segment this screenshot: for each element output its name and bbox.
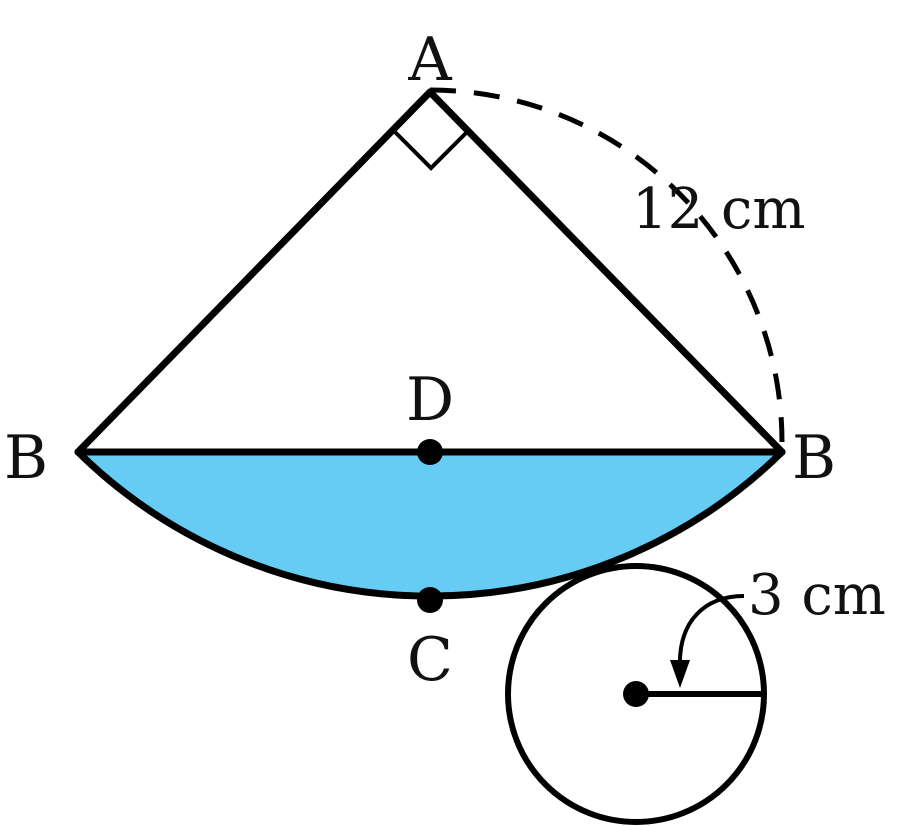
radius-pointer-arrow <box>677 594 745 669</box>
point-C <box>417 587 443 613</box>
label-B-right: B <box>792 423 836 493</box>
side-AB-left <box>74 88 434 456</box>
radius-arc-dashed <box>429 87 785 443</box>
label-D: D <box>406 365 454 435</box>
side-AB-right <box>426 88 786 456</box>
radius-pointer-arrowhead <box>670 660 690 688</box>
label-A: A <box>407 25 452 95</box>
small-circle-center <box>623 681 649 707</box>
label-radius-3cm: 3 cm <box>748 563 886 628</box>
right-angle-mark <box>393 130 469 171</box>
label-B-left: B <box>4 423 48 493</box>
label-radius-12cm: 12 cm <box>632 177 806 242</box>
point-D <box>417 439 443 465</box>
label-C: C <box>407 625 453 695</box>
